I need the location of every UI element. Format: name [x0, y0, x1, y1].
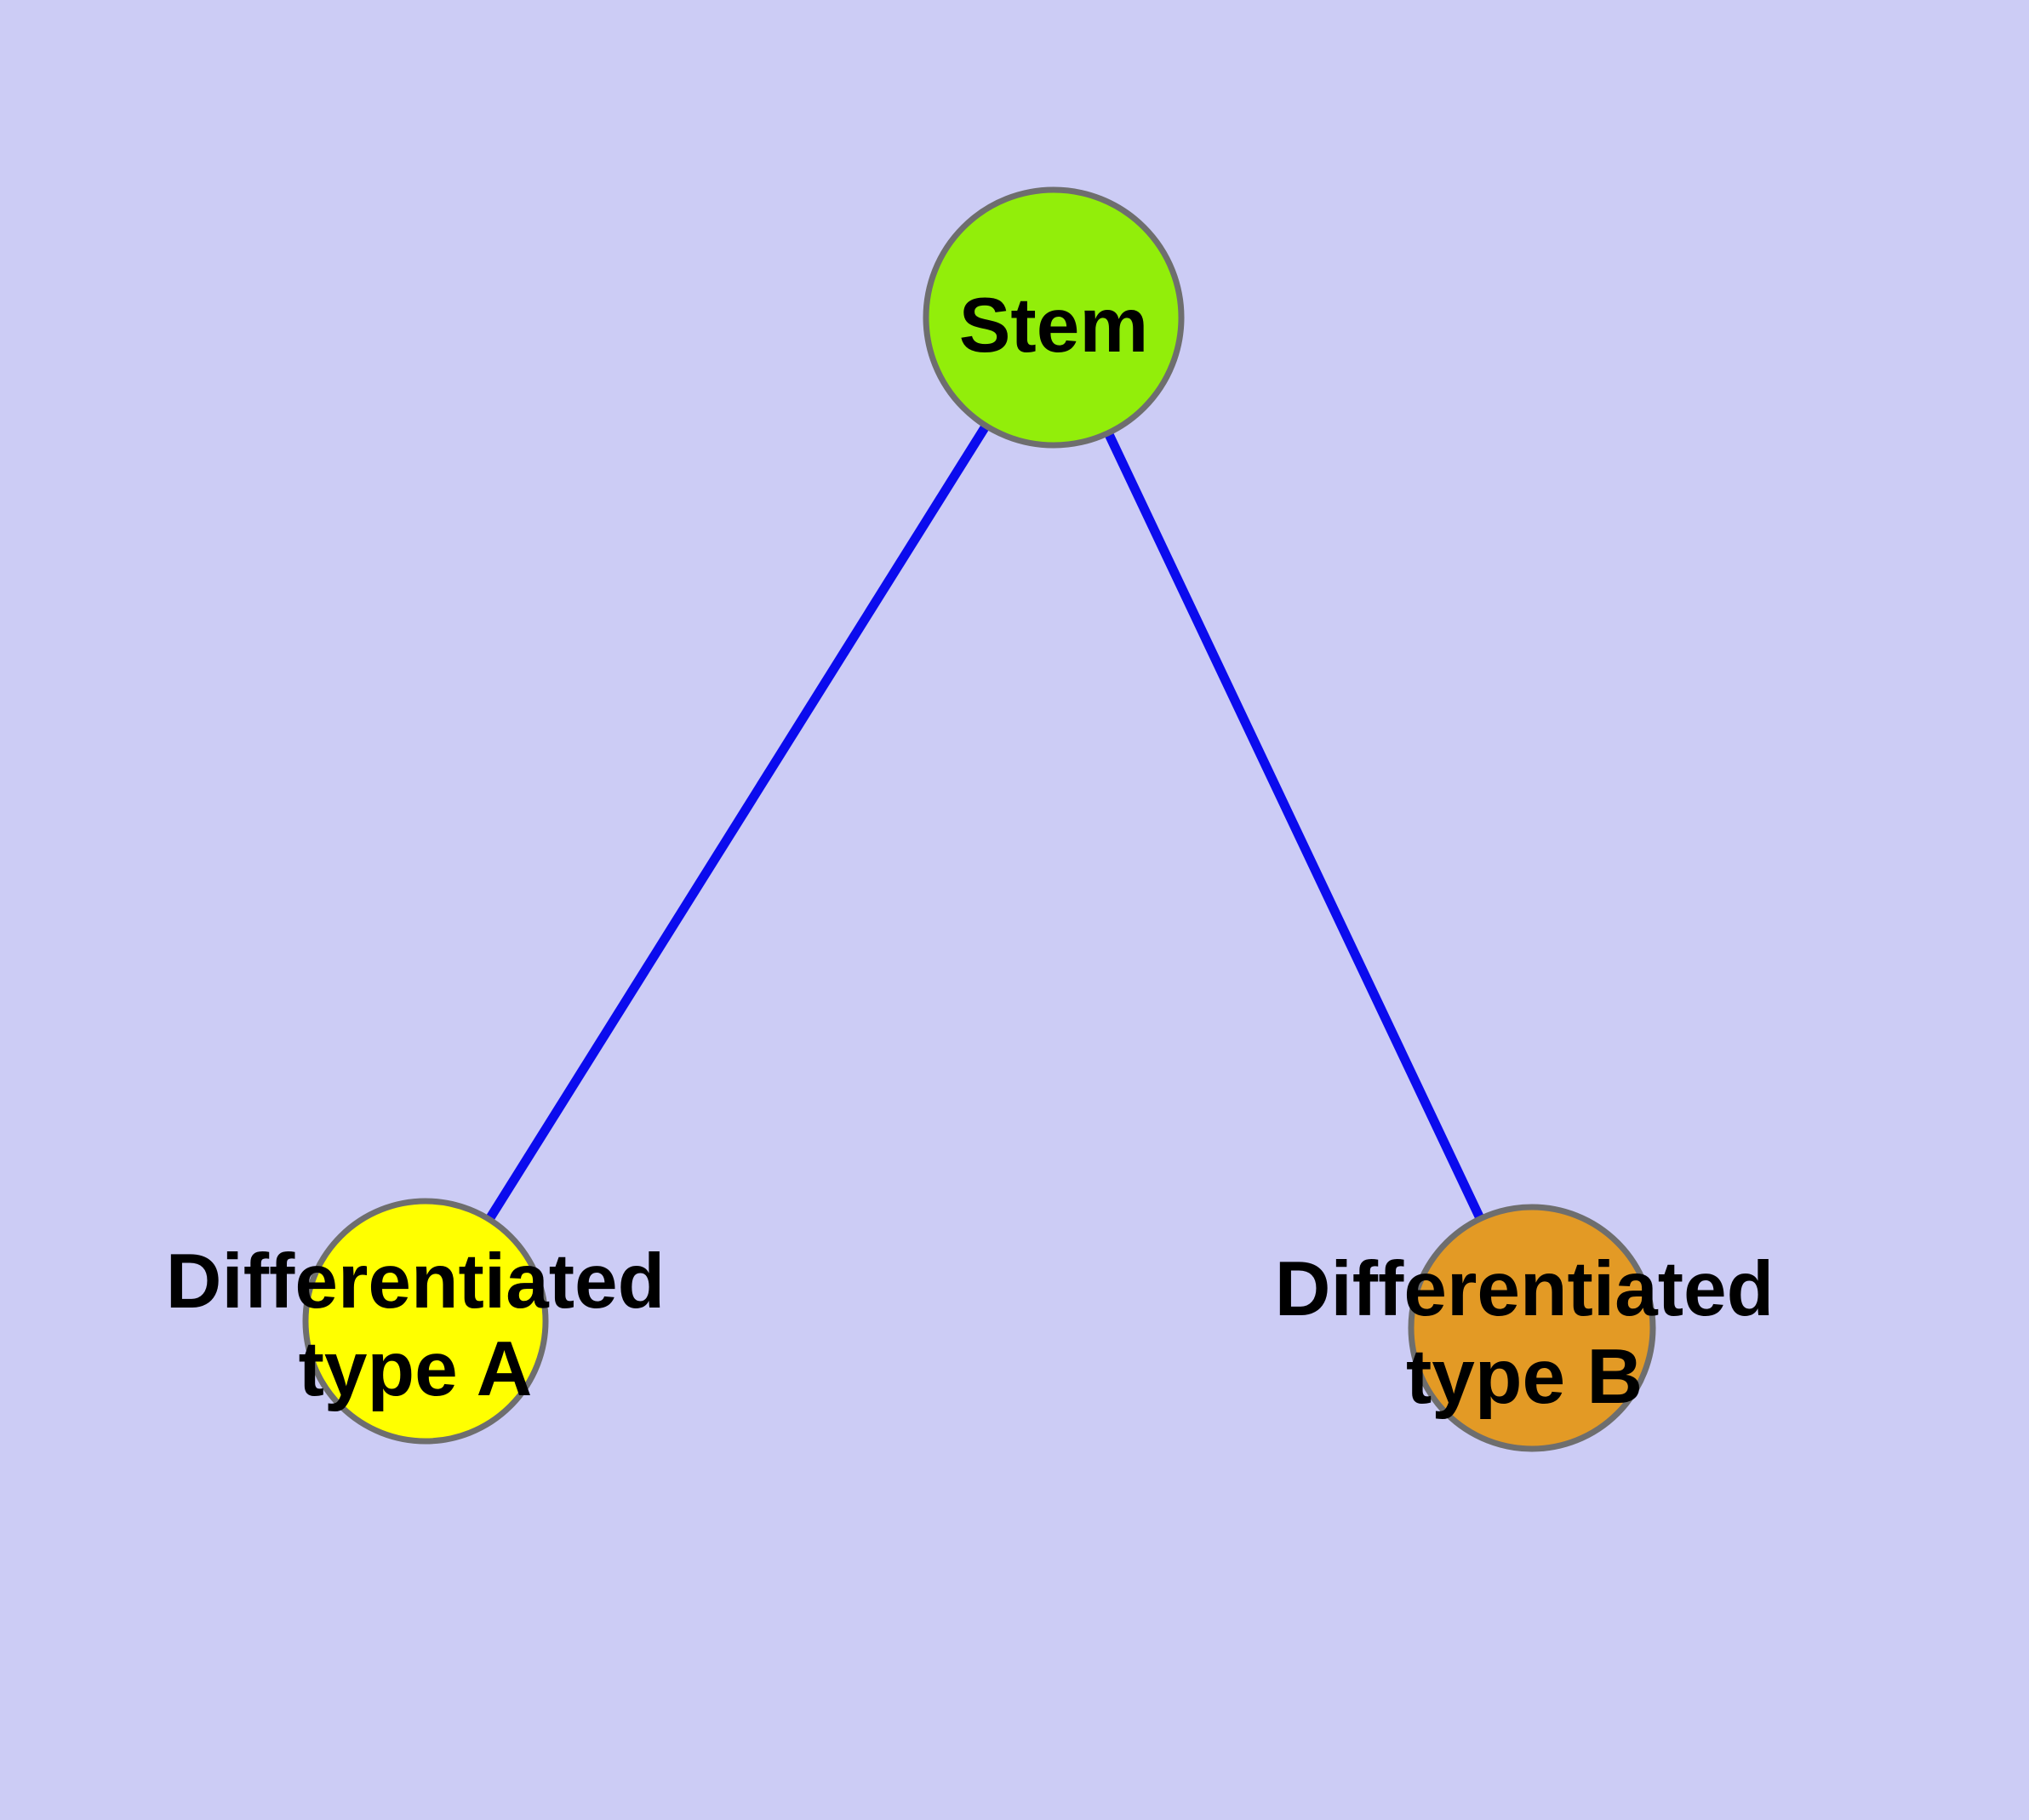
node-type-a-label-line1: Differentiated [166, 1239, 666, 1325]
node-differentiated-type-b [1408, 1204, 1656, 1452]
node-stem-label: Stem [959, 283, 1149, 369]
edge-stem-to-type-a [421, 315, 1058, 1324]
node-differentiated-type-a [302, 1198, 549, 1445]
node-type-b-label-line2: type B [1406, 1334, 1643, 1420]
edge-stem-to-type-b [1049, 315, 1536, 1331]
node-stem [923, 186, 1185, 449]
node-type-a-label-line2: type A [299, 1326, 533, 1412]
node-type-b-label-line1: Differentiated [1275, 1246, 1775, 1332]
